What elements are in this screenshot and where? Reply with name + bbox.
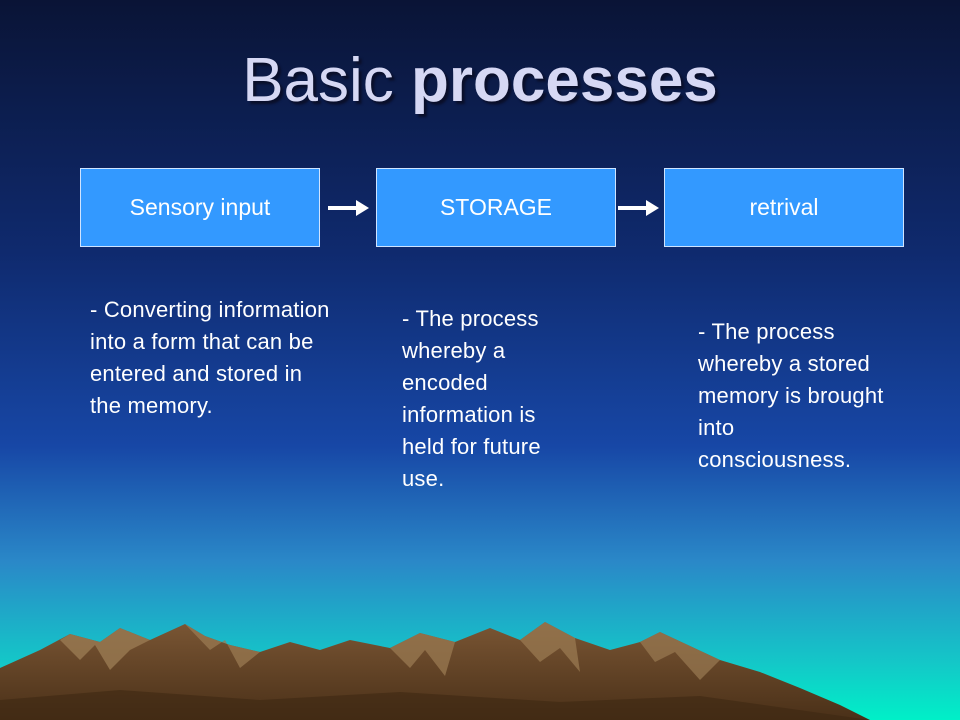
step-description-storage: - The process whereby a encoded informat…: [402, 306, 541, 491]
step-description-retrival: - The process whereby a stored memory is…: [698, 319, 884, 472]
slide-title: Basic processes: [0, 50, 960, 112]
step-box-retrival: retrival: [664, 168, 904, 247]
step-box-sensory-input: Sensory input: [80, 168, 320, 247]
step-box-storage: STORAGE: [376, 168, 616, 247]
step-label: STORAGE: [439, 194, 553, 220]
step-label: retrival: [749, 194, 819, 220]
title-regular: Basic: [242, 46, 412, 115]
step-description-sensory-input: - Converting information into a form tha…: [90, 297, 330, 418]
step-label: Sensory input: [129, 194, 271, 220]
right-arrow-icon: [618, 200, 659, 216]
title-bold: processes: [411, 46, 718, 115]
right-arrow-icon: [328, 200, 369, 216]
